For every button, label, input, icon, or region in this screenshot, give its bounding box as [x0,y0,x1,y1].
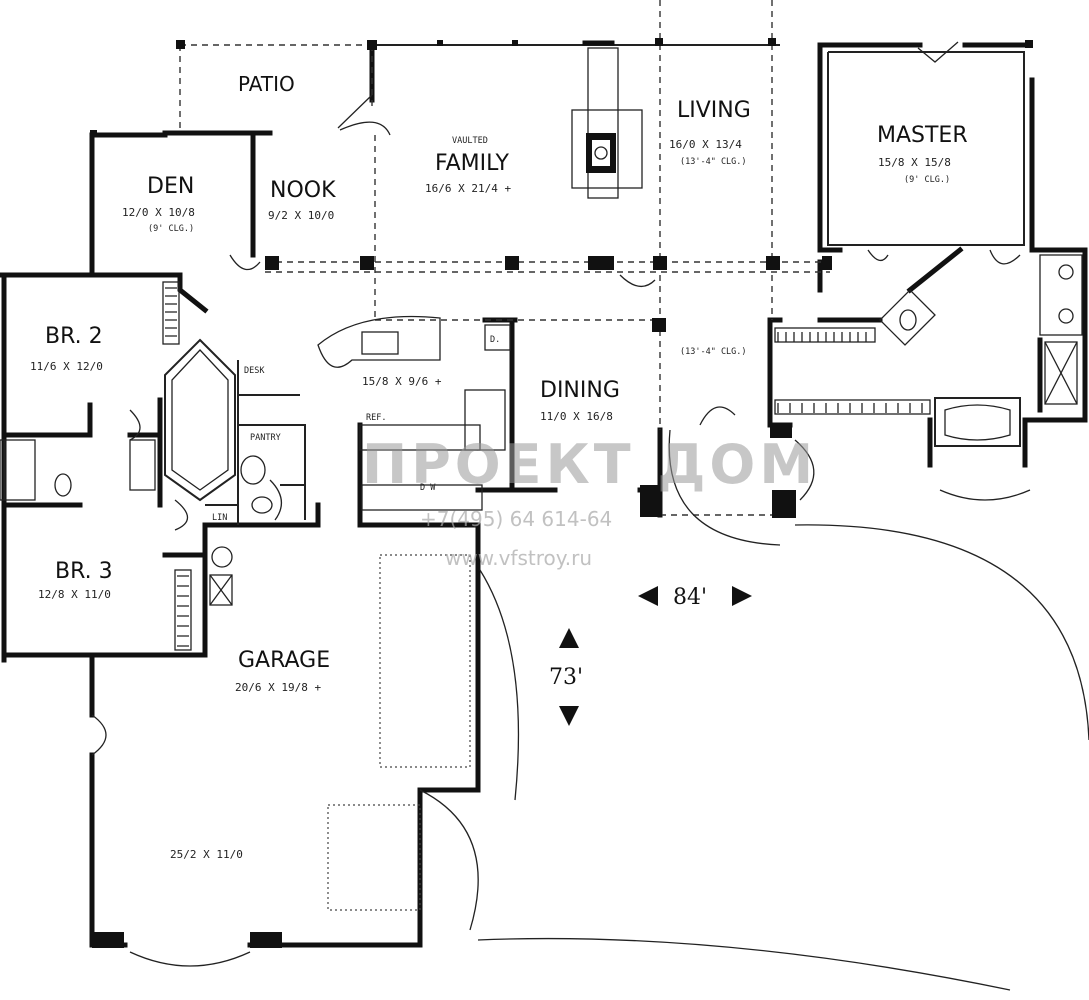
desk-label: DESK [244,366,265,376]
fixture-labels: DESK PANTRY REF. D W LIN D. [212,335,500,523]
nook-size: 9/2 X 10/0 [268,209,334,222]
master-size: 15/8 X 15/8 [878,156,951,169]
dining-label: DINING [540,378,620,403]
room-labels: PATIO DEN 12/0 X 10/8 (9' CLG.) NOOK 9/2… [30,72,968,861]
columns [90,38,1033,948]
arrow-right-icon [732,586,752,606]
dining-size: 11/0 X 16/8 [540,410,613,423]
master-label: MASTER [877,123,968,148]
closets [0,281,931,651]
arrow-left-icon [638,586,658,606]
ref-label: REF. [366,413,386,423]
patio-label: PATIO [238,72,295,96]
living-label: LIVING [677,98,751,123]
br3-size: 12/8 X 11/0 [38,588,111,601]
bath-fixtures [4,254,1083,606]
den-size: 12/0 X 10/8 [122,206,195,219]
den-label: DEN [147,174,194,199]
watermark-url: www.vfstroy.ru [445,546,592,570]
foyer-feature [164,338,236,502]
br3-label: BR. 3 [55,559,113,584]
den-ceiling: (9' CLG.) [148,224,194,234]
family-label: FAMILY [435,151,509,176]
kitchen-fixtures [317,315,511,511]
watermark-phone: +7(495) 64 614-64 [420,507,612,531]
hatches [165,287,923,647]
family-prefix: VAULTED [452,136,488,146]
width-dimension: 84' [673,585,707,610]
fireplace [571,47,643,199]
family-size: 16/6 X 21/4 + [425,182,511,195]
kitchen-size: 15/8 X 9/6 + [362,375,442,388]
br2-label: BR. 2 [45,324,103,349]
living-ceiling-2: (13'-4" CLG.) [680,347,747,357]
living-size: 16/0 X 13/4 [669,138,742,151]
watermark: ПРОЕКТ ДОМ +7(495) 64 614-64 www.vfstroy… [362,433,817,570]
lin-label: LIN [212,513,227,523]
doors [91,41,1031,967]
depth-dimension: 73' [549,665,583,690]
watermark-brand: ПРОЕКТ ДОМ [362,433,817,496]
garage-size-2: 25/2 X 11/0 [170,848,243,861]
living-ceiling: (13'-4" CLG.) [680,157,747,167]
d-label: D. [490,335,500,345]
garage-label: GARAGE [238,648,330,673]
master-ceiling: (9' CLG.) [904,175,950,185]
arrow-up-icon [559,628,579,648]
dimension-markers: 84' 73' [549,585,752,726]
pantry-label: PANTRY [250,433,281,443]
br2-size: 11/6 X 12/0 [30,360,103,373]
garage-size: 20/6 X 19/8 + [235,681,321,694]
dw-label: D W [420,483,436,493]
garage-details [327,524,1089,991]
arrow-down-icon [559,706,579,726]
nook-label: NOOK [270,178,336,203]
